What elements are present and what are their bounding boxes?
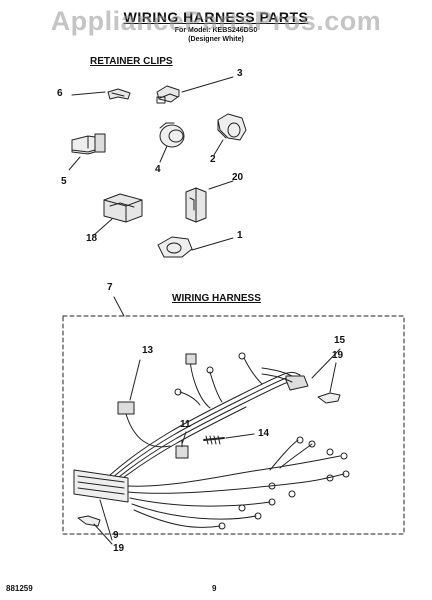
callout-18: 18	[86, 233, 98, 244]
model-line: For Model: KEBS246DS0	[174, 27, 258, 34]
section-retainer-clips: RETAINER CLIPS	[90, 56, 173, 67]
watermark: AppliancePartsPros.com	[50, 6, 382, 36]
page-title: WIRING HARNESS PARTS	[123, 9, 309, 25]
part-4-clip	[159, 122, 185, 163]
part-6-clip	[71, 88, 131, 100]
harness-border	[62, 315, 405, 535]
callout-1: 1	[237, 230, 243, 241]
callout-13: 13	[142, 345, 154, 356]
callout-2: 2	[210, 154, 216, 165]
part-5-clip	[68, 133, 106, 171]
part-20-clip	[185, 180, 234, 223]
callout-19-top: 19	[332, 350, 344, 361]
callout-11: 11	[180, 419, 191, 430]
page-number: 9	[212, 584, 217, 593]
part-2-clip	[213, 113, 247, 156]
callout-9: 9	[113, 530, 119, 541]
callout-5: 5	[61, 176, 67, 187]
callout-6: 6	[57, 88, 63, 99]
callout-20: 20	[232, 172, 244, 183]
callout-15: 15	[334, 335, 346, 346]
section-wiring-harness: WIRING HARNESS	[172, 293, 261, 304]
part-1-clip	[157, 236, 234, 258]
finish-line: (Designer White)	[188, 36, 244, 43]
part-3-clip	[156, 76, 234, 104]
callout-19-bottom: 19	[113, 543, 125, 554]
callout-7: 7	[107, 282, 113, 293]
callout-4: 4	[155, 164, 161, 175]
doc-number: 881259	[6, 584, 33, 593]
callout-14: 14	[258, 428, 270, 439]
part-18-clip	[93, 193, 143, 236]
harness-bundle	[73, 348, 350, 545]
callout-3: 3	[237, 68, 243, 79]
